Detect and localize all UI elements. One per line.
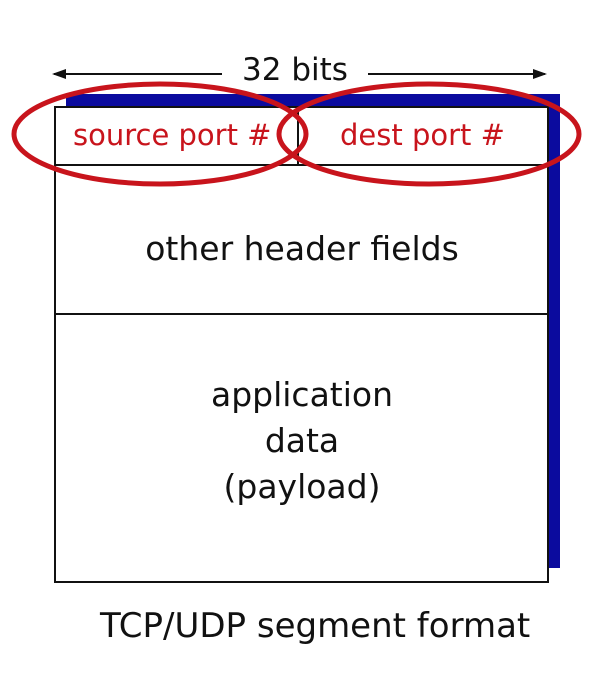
payload-line: data	[264, 421, 340, 460]
source-port-highlight	[11, 81, 309, 187]
diagram-caption: TCP/UDP segment format	[100, 606, 531, 646]
payload-line: (payload)	[223, 467, 381, 506]
width-label: 32 bits	[240, 52, 350, 88]
other-header-fields: other header fields	[145, 229, 459, 268]
payload-line: application	[210, 375, 394, 414]
dest-port-highlight	[276, 81, 582, 187]
segment-box	[54, 106, 549, 583]
source-port-field: source port #	[73, 118, 272, 152]
dest-port-field: dest port #	[340, 118, 505, 152]
payload-field: application data (payload)	[56, 372, 548, 510]
